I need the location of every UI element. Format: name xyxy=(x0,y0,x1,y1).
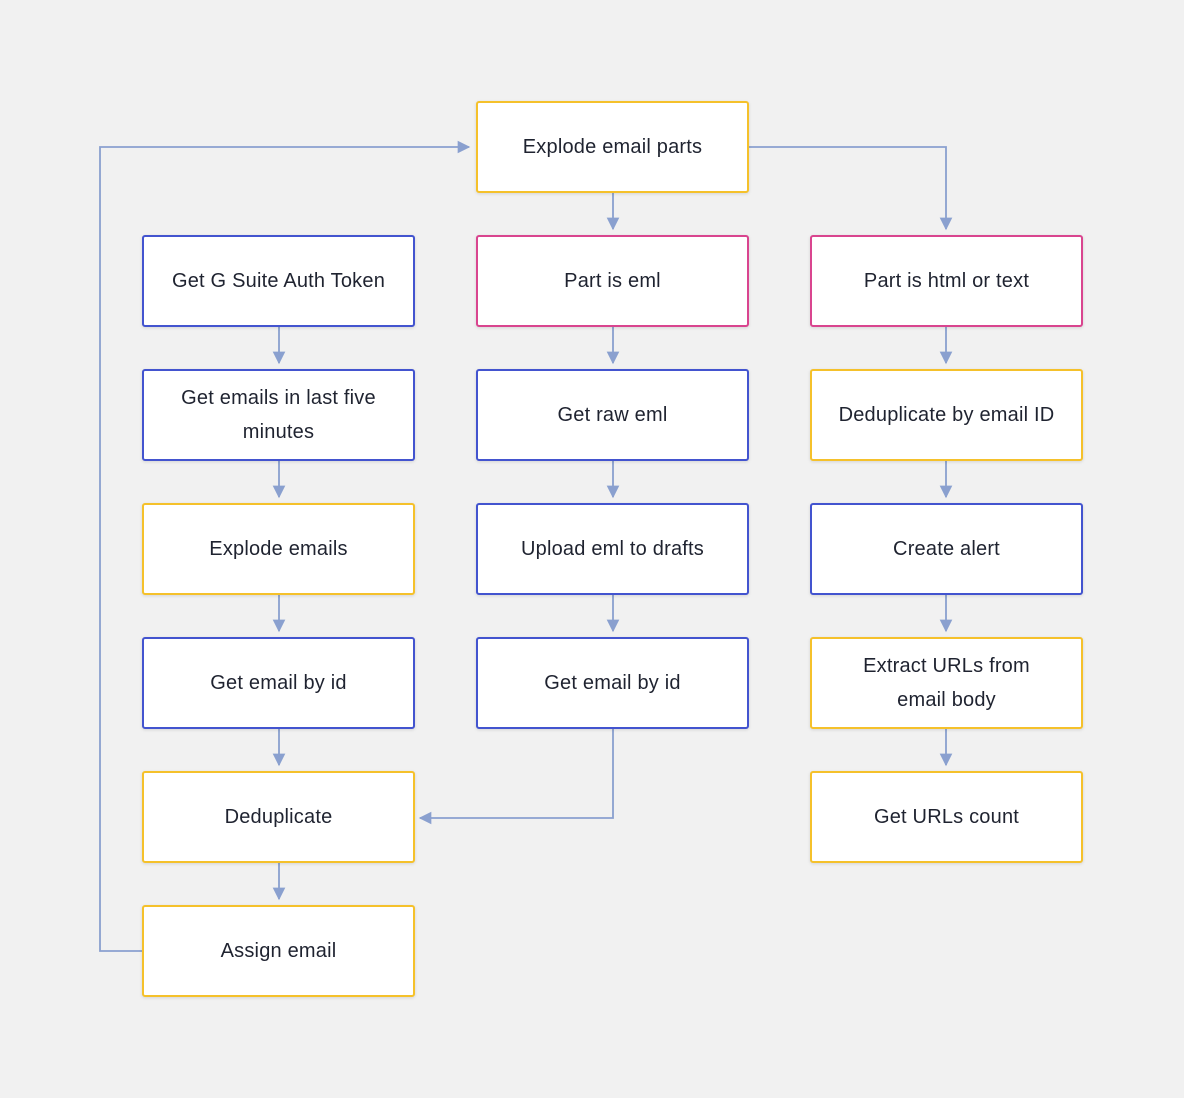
node-label: Extract URLs from email body xyxy=(863,655,1030,711)
node-part-is-eml[interactable]: Part is eml xyxy=(476,235,749,327)
node-label: Get email by id xyxy=(544,672,681,694)
node-label: Deduplicate by email ID xyxy=(838,404,1055,426)
node-deduplicate[interactable]: Deduplicate xyxy=(142,771,415,863)
node-label: Assign email xyxy=(220,940,337,962)
node-get-email-by-id-middle[interactable]: Get email by id xyxy=(476,637,749,729)
node-label: Get email by id xyxy=(210,672,347,694)
node-label: Get raw eml xyxy=(557,404,668,426)
node-upload-eml-to-drafts[interactable]: Upload eml to drafts xyxy=(476,503,749,595)
node-label: Upload eml to drafts xyxy=(521,538,704,560)
node-assign-email[interactable]: Assign email xyxy=(142,905,415,997)
node-get-emails-last-five-minutes[interactable]: Get emails in last five minutes xyxy=(142,369,415,461)
node-deduplicate-by-email-id[interactable]: Deduplicate by email ID xyxy=(810,369,1083,461)
node-label: Part is html or text xyxy=(863,270,1030,292)
node-label: Part is eml xyxy=(564,270,661,292)
node-explode-email-parts[interactable]: Explode email parts xyxy=(476,101,749,193)
node-get-gsuite-auth-token[interactable]: Get G Suite Auth Token xyxy=(142,235,415,327)
node-explode-emails[interactable]: Explode emails xyxy=(142,503,415,595)
edge-assign-to-explode-parts xyxy=(99,140,471,952)
node-get-raw-eml[interactable]: Get raw eml xyxy=(476,369,749,461)
edge-explode-parts-to-part-html xyxy=(748,146,953,231)
node-get-email-by-id-left[interactable]: Get email by id xyxy=(142,637,415,729)
node-label: Explode email parts xyxy=(522,136,703,158)
node-label: Get URLs count xyxy=(873,806,1020,828)
node-get-urls-count[interactable]: Get URLs count xyxy=(810,771,1083,863)
node-label: Create alert xyxy=(893,538,1000,560)
node-label: Get G Suite Auth Token xyxy=(171,270,386,292)
node-create-alert[interactable]: Create alert xyxy=(810,503,1083,595)
edge-get-email-mid-to-dedup xyxy=(418,728,614,825)
node-extract-urls[interactable]: Extract URLs from email body xyxy=(810,637,1083,729)
node-label: Explode emails xyxy=(209,538,348,560)
node-label: Deduplicate xyxy=(224,806,333,828)
node-label: Get emails in last five minutes xyxy=(181,387,376,443)
node-part-is-html-or-text[interactable]: Part is html or text xyxy=(810,235,1083,327)
